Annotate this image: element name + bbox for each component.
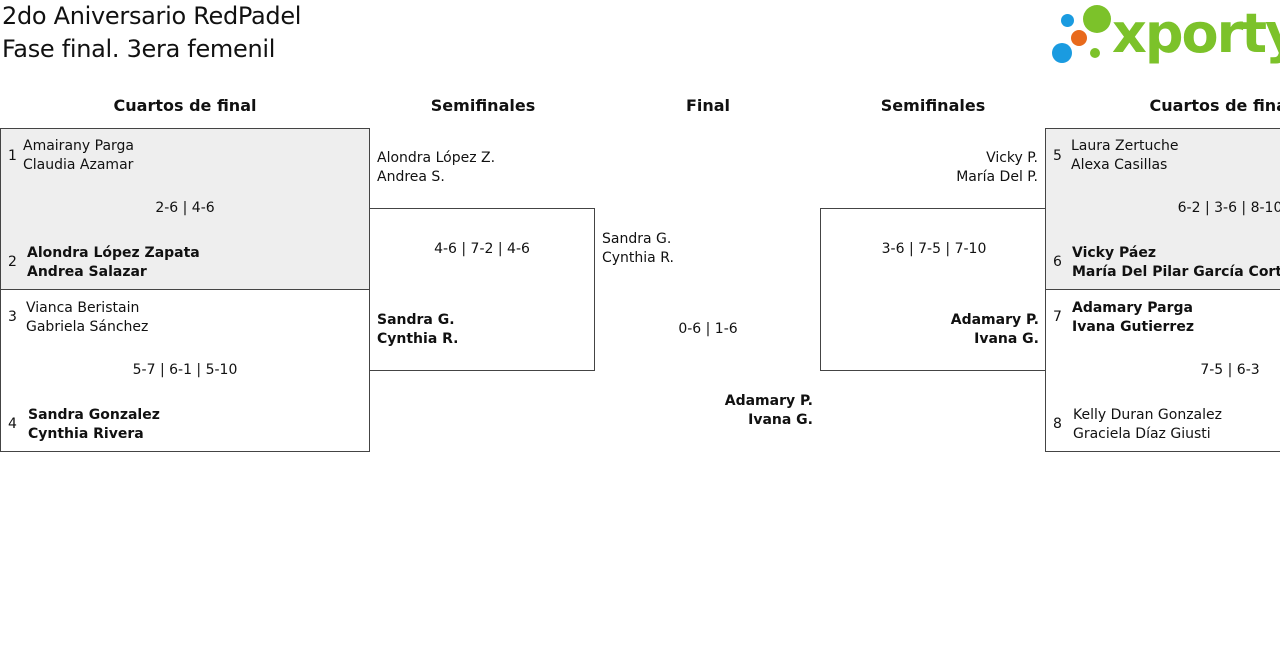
seed: 1: [8, 148, 17, 164]
match-qf2[interactable]: 3 Vianca Beristain Gabriela Sánchez 5-7 …: [0, 289, 370, 452]
player-name-winner: Adamary P.: [950, 312, 1039, 328]
player-name: Alondra López Z.: [377, 150, 496, 166]
player-name-winner: Ivana G.: [974, 331, 1039, 347]
player-name: Laura Zertuche: [1071, 138, 1179, 154]
player-name: Alexa Casillas: [1071, 157, 1168, 173]
match-score: 7-5 | 6-3: [1200, 362, 1260, 378]
match-score: 5-7 | 6-1 | 5-10: [132, 362, 238, 378]
page-title: 2do Aniversario RedPadel: [2, 2, 302, 30]
match-qf4[interactable]: 7 Adamary Parga Ivana Gutierrez 7-5 | 6-…: [1045, 289, 1280, 452]
player-name-winner: Cynthia Rivera: [28, 426, 144, 442]
logo-dot-green: [1083, 5, 1111, 33]
player-name-winner: Sandra G.: [377, 312, 455, 328]
player-name: Sandra G.: [602, 231, 672, 247]
player-name-winner: Adamary Parga: [1072, 300, 1193, 316]
player-name: Cynthia R.: [602, 250, 674, 266]
match-sf-right[interactable]: 3-6 | 7-5 | 7-10 Adamary P. Ivana G.: [820, 208, 1046, 371]
seed: 6: [1053, 254, 1062, 270]
match-score: 4-6 | 7-2 | 4-6: [434, 241, 530, 257]
player-name: Claudia Azamar: [23, 157, 134, 173]
player-name: Kelly Duran Gonzalez: [1073, 407, 1222, 423]
player-name-winner: Cynthia R.: [377, 331, 459, 347]
seed: 4: [8, 416, 17, 432]
seed: 2: [8, 254, 17, 270]
player-name: María Del P.: [956, 169, 1038, 185]
round-header-sf-right: Semifinales: [880, 96, 986, 115]
player-name-winner: María Del Pilar García Cortés: [1072, 264, 1280, 280]
player-name: Graciela Díaz Giusti: [1073, 426, 1211, 442]
logo-wordmark: xporty: [1112, 2, 1280, 65]
match-sf-left[interactable]: 4-6 | 7-2 | 4-6 Sandra G. Cynthia R.: [369, 208, 595, 371]
player-name-winner: Adamary P.: [724, 393, 813, 409]
player-name-winner: Ivana G.: [748, 412, 813, 428]
match-score: 2-6 | 4-6: [155, 200, 215, 216]
xporty-logo: xporty: [1050, 4, 1280, 66]
seed: 3: [8, 309, 17, 325]
round-header-final: Final: [685, 96, 731, 115]
player-name-winner: Andrea Salazar: [27, 264, 147, 280]
player-name-winner: Ivana Gutierrez: [1072, 319, 1194, 335]
logo-dot-orange: [1071, 30, 1087, 46]
final-score: 0-6 | 1-6: [678, 321, 738, 337]
round-header-qf-right: Cuartos de final: [1149, 96, 1280, 115]
player-name-winner: Sandra Gonzalez: [28, 407, 160, 423]
player-name: Vicky P.: [986, 150, 1038, 166]
match-qf1[interactable]: 1 Amairany Parga Claudia Azamar 2-6 | 4-…: [0, 128, 370, 290]
player-name: Amairany Parga: [23, 138, 134, 154]
player-name-winner: Vicky Páez: [1072, 245, 1156, 261]
match-qf3[interactable]: 5 Laura Zertuche Alexa Casillas 6-2 | 3-…: [1045, 128, 1280, 290]
match-score: 3-6 | 7-5 | 7-10: [881, 241, 987, 257]
player-name: Vianca Beristain: [26, 300, 140, 316]
logo-dot-blue-small: [1061, 14, 1074, 27]
seed: 7: [1053, 309, 1062, 325]
logo-dot-green-small: [1090, 48, 1100, 58]
logo-dot-blue-large: [1052, 43, 1072, 63]
round-header-sf-left: Semifinales: [430, 96, 536, 115]
player-name: Gabriela Sánchez: [26, 319, 149, 335]
player-name-winner: Alondra López Zapata: [27, 245, 200, 261]
page-subtitle: Fase final. 3era femenil: [2, 35, 276, 63]
round-header-qf-left: Cuartos de final: [113, 96, 257, 115]
match-score: 6-2 | 3-6 | 8-10: [1177, 200, 1280, 216]
seed: 8: [1053, 416, 1062, 432]
player-name: Andrea S.: [377, 169, 445, 185]
seed: 5: [1053, 148, 1062, 164]
